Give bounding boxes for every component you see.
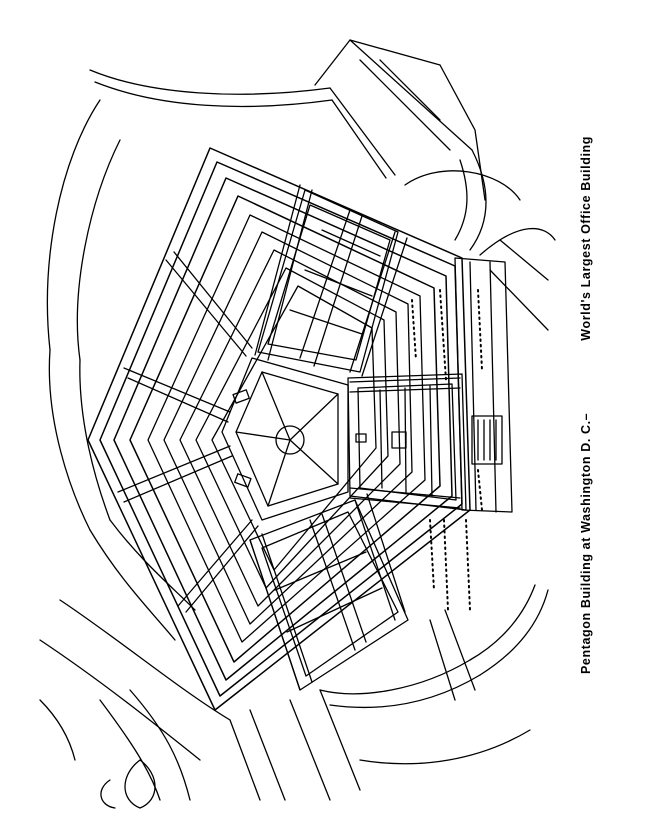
radial-corridors — [117, 184, 461, 691]
pentagon-outer-walls — [87, 147, 471, 711]
caption-title: Pentagon Building at Washington D. C.– — [579, 412, 593, 674]
caption: Pentagon Building at Washington D. C.– W… — [574, 130, 598, 690]
building-sections — [249, 189, 467, 691]
river-entrance-facade — [454, 257, 513, 513]
window-rows — [411, 289, 483, 611]
surrounding-roads — [39, 39, 556, 809]
caption-subtitle: World's Largest Office Building — [579, 136, 593, 341]
center-courtyard — [221, 357, 349, 521]
